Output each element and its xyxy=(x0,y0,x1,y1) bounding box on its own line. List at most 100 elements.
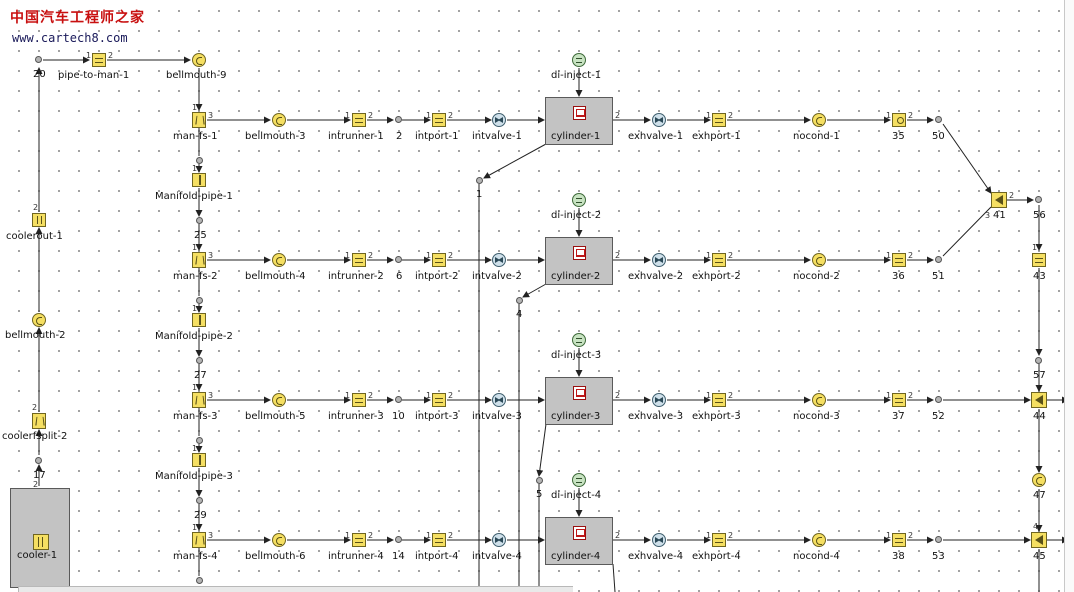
intport-icon[interactable] xyxy=(432,393,446,407)
exhport-icon[interactable] xyxy=(712,253,726,267)
manifold-node[interactable] xyxy=(196,157,203,164)
exhaust-node[interactable] xyxy=(935,536,942,543)
intake-node[interactable] xyxy=(536,477,543,484)
manifold-node[interactable] xyxy=(196,357,203,364)
bellmouth-47-icon[interactable] xyxy=(1032,473,1046,487)
label-node-56: 56 xyxy=(1033,210,1046,221)
label-exhaust-node: 51 xyxy=(932,271,945,282)
exhvalve-icon[interactable] xyxy=(652,253,666,267)
manifold-node[interactable] xyxy=(196,437,203,444)
cylinder-block[interactable] xyxy=(545,237,613,285)
injector-icon[interactable] xyxy=(572,473,586,487)
runner-node[interactable] xyxy=(395,536,402,543)
intvalve-icon[interactable] xyxy=(492,533,506,547)
exhaust-node[interactable] xyxy=(935,256,942,263)
label-manifold-split: man-fs-1 xyxy=(173,131,218,142)
bottom-scrollbar[interactable] xyxy=(18,586,573,592)
exhaust-pipe-icon[interactable] xyxy=(892,253,906,267)
label-intvalve: intvalve-2 xyxy=(472,271,522,282)
pipe-to-man-icon[interactable] xyxy=(92,53,106,67)
exhvalve-icon[interactable] xyxy=(652,393,666,407)
bellmouth-icon[interactable] xyxy=(272,533,286,547)
exhport-icon[interactable] xyxy=(712,113,726,127)
bellmouth-icon[interactable] xyxy=(272,393,286,407)
bellmouth-9-icon[interactable] xyxy=(192,53,206,67)
intport-icon[interactable] xyxy=(432,113,446,127)
runner-node[interactable] xyxy=(395,396,402,403)
manifold-split-icon[interactable] xyxy=(192,392,206,408)
node-57[interactable] xyxy=(1035,357,1042,364)
label-nocond: nocond-2 xyxy=(793,271,840,282)
cooler-split-icon[interactable] xyxy=(32,413,46,429)
manifold-split-icon[interactable] xyxy=(192,112,206,128)
manifold-split-icon[interactable] xyxy=(192,252,206,268)
manifold-node[interactable] xyxy=(196,577,203,584)
label-exhaust-node: 50 xyxy=(932,131,945,142)
cylinder-block[interactable] xyxy=(545,97,613,145)
exhaust-split-44-icon[interactable] xyxy=(1031,392,1047,408)
label-intake-node: 5 xyxy=(536,489,543,500)
exhaust-pipe-icon[interactable] xyxy=(892,113,906,127)
manifold-pipe-icon[interactable] xyxy=(192,313,206,327)
manifold-split-icon[interactable] xyxy=(192,532,206,548)
cooler-block[interactable] xyxy=(10,488,70,588)
manifold-node[interactable] xyxy=(196,497,203,504)
node-56[interactable] xyxy=(1035,196,1042,203)
label-exhaust-pipe: 37 xyxy=(892,411,905,422)
cooler-out-icon[interactable] xyxy=(32,213,46,227)
nocond-icon[interactable] xyxy=(812,393,826,407)
exhaust-pipe-icon[interactable] xyxy=(892,533,906,547)
exhaust-node[interactable] xyxy=(935,116,942,123)
exhaust-merge-icon[interactable] xyxy=(991,192,1007,208)
intvalve-icon[interactable] xyxy=(492,393,506,407)
exhport-icon[interactable] xyxy=(712,393,726,407)
label-exhaust-pipe: 38 xyxy=(892,551,905,562)
manifold-node[interactable] xyxy=(196,217,203,224)
label-runner-node: 6 xyxy=(396,271,403,282)
runner-node[interactable] xyxy=(395,256,402,263)
exhaust-pipe-icon[interactable] xyxy=(892,393,906,407)
exhaust-split-45-icon[interactable] xyxy=(1031,532,1047,548)
label-exhaust-pipe: 36 xyxy=(892,271,905,282)
label-exhaust-node: 52 xyxy=(932,411,945,422)
runner-icon[interactable] xyxy=(352,113,366,127)
exhport-icon[interactable] xyxy=(712,533,726,547)
nocond-icon[interactable] xyxy=(812,253,826,267)
intport-icon[interactable] xyxy=(432,253,446,267)
cooler-inner-icon xyxy=(33,534,49,550)
label-cylinder: cylinder-2 xyxy=(551,271,601,282)
cylinder-block[interactable] xyxy=(545,377,613,425)
intake-node[interactable] xyxy=(476,177,483,184)
exhvalve-icon[interactable] xyxy=(652,113,666,127)
bellmouth-icon[interactable] xyxy=(272,253,286,267)
label-intake-node: 1 xyxy=(476,189,483,200)
bellmouth-2-icon[interactable] xyxy=(32,313,46,327)
node-17[interactable] xyxy=(35,457,42,464)
nocond-icon[interactable] xyxy=(812,113,826,127)
cylinder-block[interactable] xyxy=(545,517,613,565)
intake-node[interactable] xyxy=(516,297,523,304)
intvalve-icon[interactable] xyxy=(492,253,506,267)
intport-icon[interactable] xyxy=(432,533,446,547)
node-20[interactable] xyxy=(35,56,42,63)
watermark-url: www.cartech8.com xyxy=(12,31,128,45)
injector-icon[interactable] xyxy=(572,333,586,347)
label-cylinder: cylinder-4 xyxy=(551,551,601,562)
runner-icon[interactable] xyxy=(352,253,366,267)
bellmouth-icon[interactable] xyxy=(272,113,286,127)
manifold-pipe-icon[interactable] xyxy=(192,173,206,187)
exhaust-node[interactable] xyxy=(935,396,942,403)
right-scroll-edge[interactable] xyxy=(1064,0,1074,592)
injector-icon[interactable] xyxy=(572,193,586,207)
manifold-node[interactable] xyxy=(196,297,203,304)
runner-icon[interactable] xyxy=(352,533,366,547)
manifold-pipe-icon[interactable] xyxy=(192,453,206,467)
runner-icon[interactable] xyxy=(352,393,366,407)
runner-node[interactable] xyxy=(395,116,402,123)
nocond-icon[interactable] xyxy=(812,533,826,547)
injector-icon[interactable] xyxy=(572,53,586,67)
exhvalve-icon[interactable] xyxy=(652,533,666,547)
pipe-43-icon[interactable] xyxy=(1032,253,1046,267)
intvalve-icon[interactable] xyxy=(492,113,506,127)
